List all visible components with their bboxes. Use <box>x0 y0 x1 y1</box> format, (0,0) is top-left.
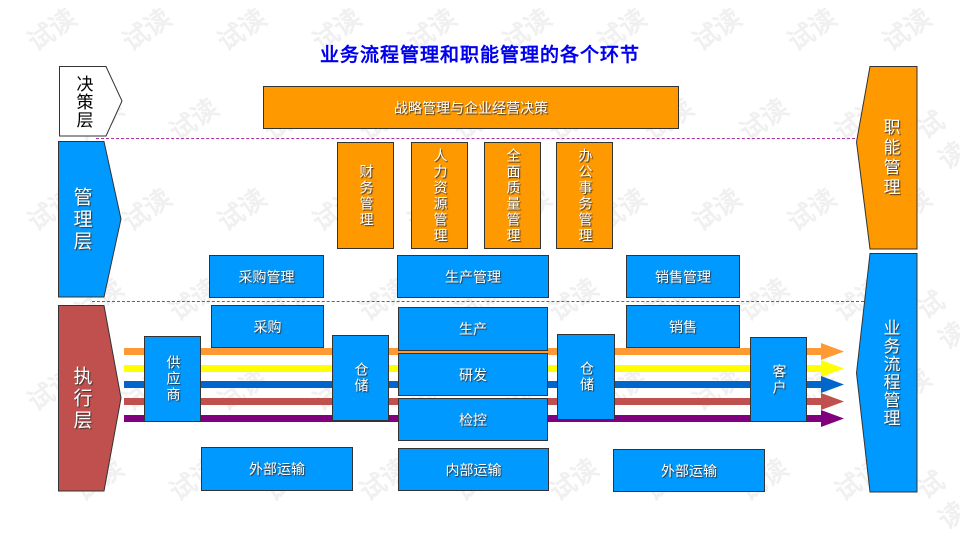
supplier-label: 供应商 <box>164 355 181 403</box>
watermark-text: 试读 <box>687 183 748 238</box>
separator-decision-management <box>96 138 860 139</box>
rnd-box: 研发 <box>398 353 548 396</box>
watermark-text: 试读 <box>164 93 225 148</box>
separator-management-execution <box>92 301 864 302</box>
business-process-management-label: 业务流程管理 <box>879 319 900 427</box>
customer-box: 客户 <box>750 337 807 422</box>
customer-label: 客户 <box>770 363 787 396</box>
page-title: 业务流程管理和职能管理的各个环节 <box>319 44 640 66</box>
watermark-text: 试读 <box>734 273 795 328</box>
functional-box-quality-label: 全面质量管理 <box>504 147 521 244</box>
watermark-text: 试读 <box>956 189 960 265</box>
watermark-text: 试读 <box>117 183 178 238</box>
execution-layer-label: 执行层 <box>70 365 93 432</box>
management-layer-shape <box>58 141 122 298</box>
management-layer-label: 管理层 <box>70 186 93 253</box>
production-management-box: 生产管理 <box>397 255 549 298</box>
watermark-text: 试读 <box>782 183 843 238</box>
decision-layer-label: 决策层 <box>72 74 93 129</box>
external-transport-box-2: 外部运输 <box>613 449 765 492</box>
purchasing-management-box: 采购管理 <box>209 255 324 298</box>
functional-box-quality: 全面质量管理 <box>484 142 541 249</box>
watermark-text: 试读 <box>734 93 795 148</box>
sales-box: 销售 <box>626 305 740 348</box>
sales-management-box: 销售管理 <box>626 255 740 298</box>
production-box: 生产 <box>398 307 548 351</box>
functional-management-label: 职能管理 <box>879 118 900 198</box>
watermark-text: 试读 <box>544 273 605 328</box>
external-transport-box-1: 外部运输 <box>201 447 353 491</box>
execution-layer-shape <box>58 305 122 492</box>
business-process-management-shape <box>855 253 918 493</box>
internal-transport-box: 内部运输 <box>398 448 549 491</box>
decision-layer-shape <box>59 66 123 137</box>
watermark-text: 试读 <box>212 183 273 238</box>
strategy-decision-box: 战略管理与企业经营决策 <box>263 86 679 129</box>
inspection-box: 检控 <box>398 398 548 441</box>
functional-box-office-label: 办公事务管理 <box>576 147 593 244</box>
functional-box-hr: 人力资源管理 <box>411 142 468 249</box>
warehouse-label-2: 仓储 <box>578 361 594 393</box>
flow-arrowhead-red <box>821 393 844 410</box>
supplier-box: 供应商 <box>144 336 201 422</box>
flow-arrowhead-purple <box>821 410 844 427</box>
flow-line-orange <box>124 348 824 355</box>
watermark-text: 试读 <box>956 369 960 445</box>
flow-arrowhead-orange <box>821 343 844 360</box>
functional-box-finance-label: 财务管理 <box>357 163 374 228</box>
warehouse-label-1: 仓储 <box>352 362 369 394</box>
flow-arrowhead-yellow <box>821 360 844 377</box>
functional-box-finance: 财务管理 <box>337 142 394 249</box>
purchase-box: 采购 <box>211 305 324 348</box>
warehouse-box-2: 仓储 <box>557 334 615 420</box>
warehouse-box-1: 仓储 <box>332 335 389 421</box>
functional-box-hr-label: 人力资源管理 <box>431 147 448 244</box>
flow-arrowhead-blue <box>821 376 844 393</box>
functional-management-shape <box>855 66 918 250</box>
functional-box-office: 办公事务管理 <box>556 142 613 249</box>
watermark-text: 试读 <box>544 453 605 508</box>
